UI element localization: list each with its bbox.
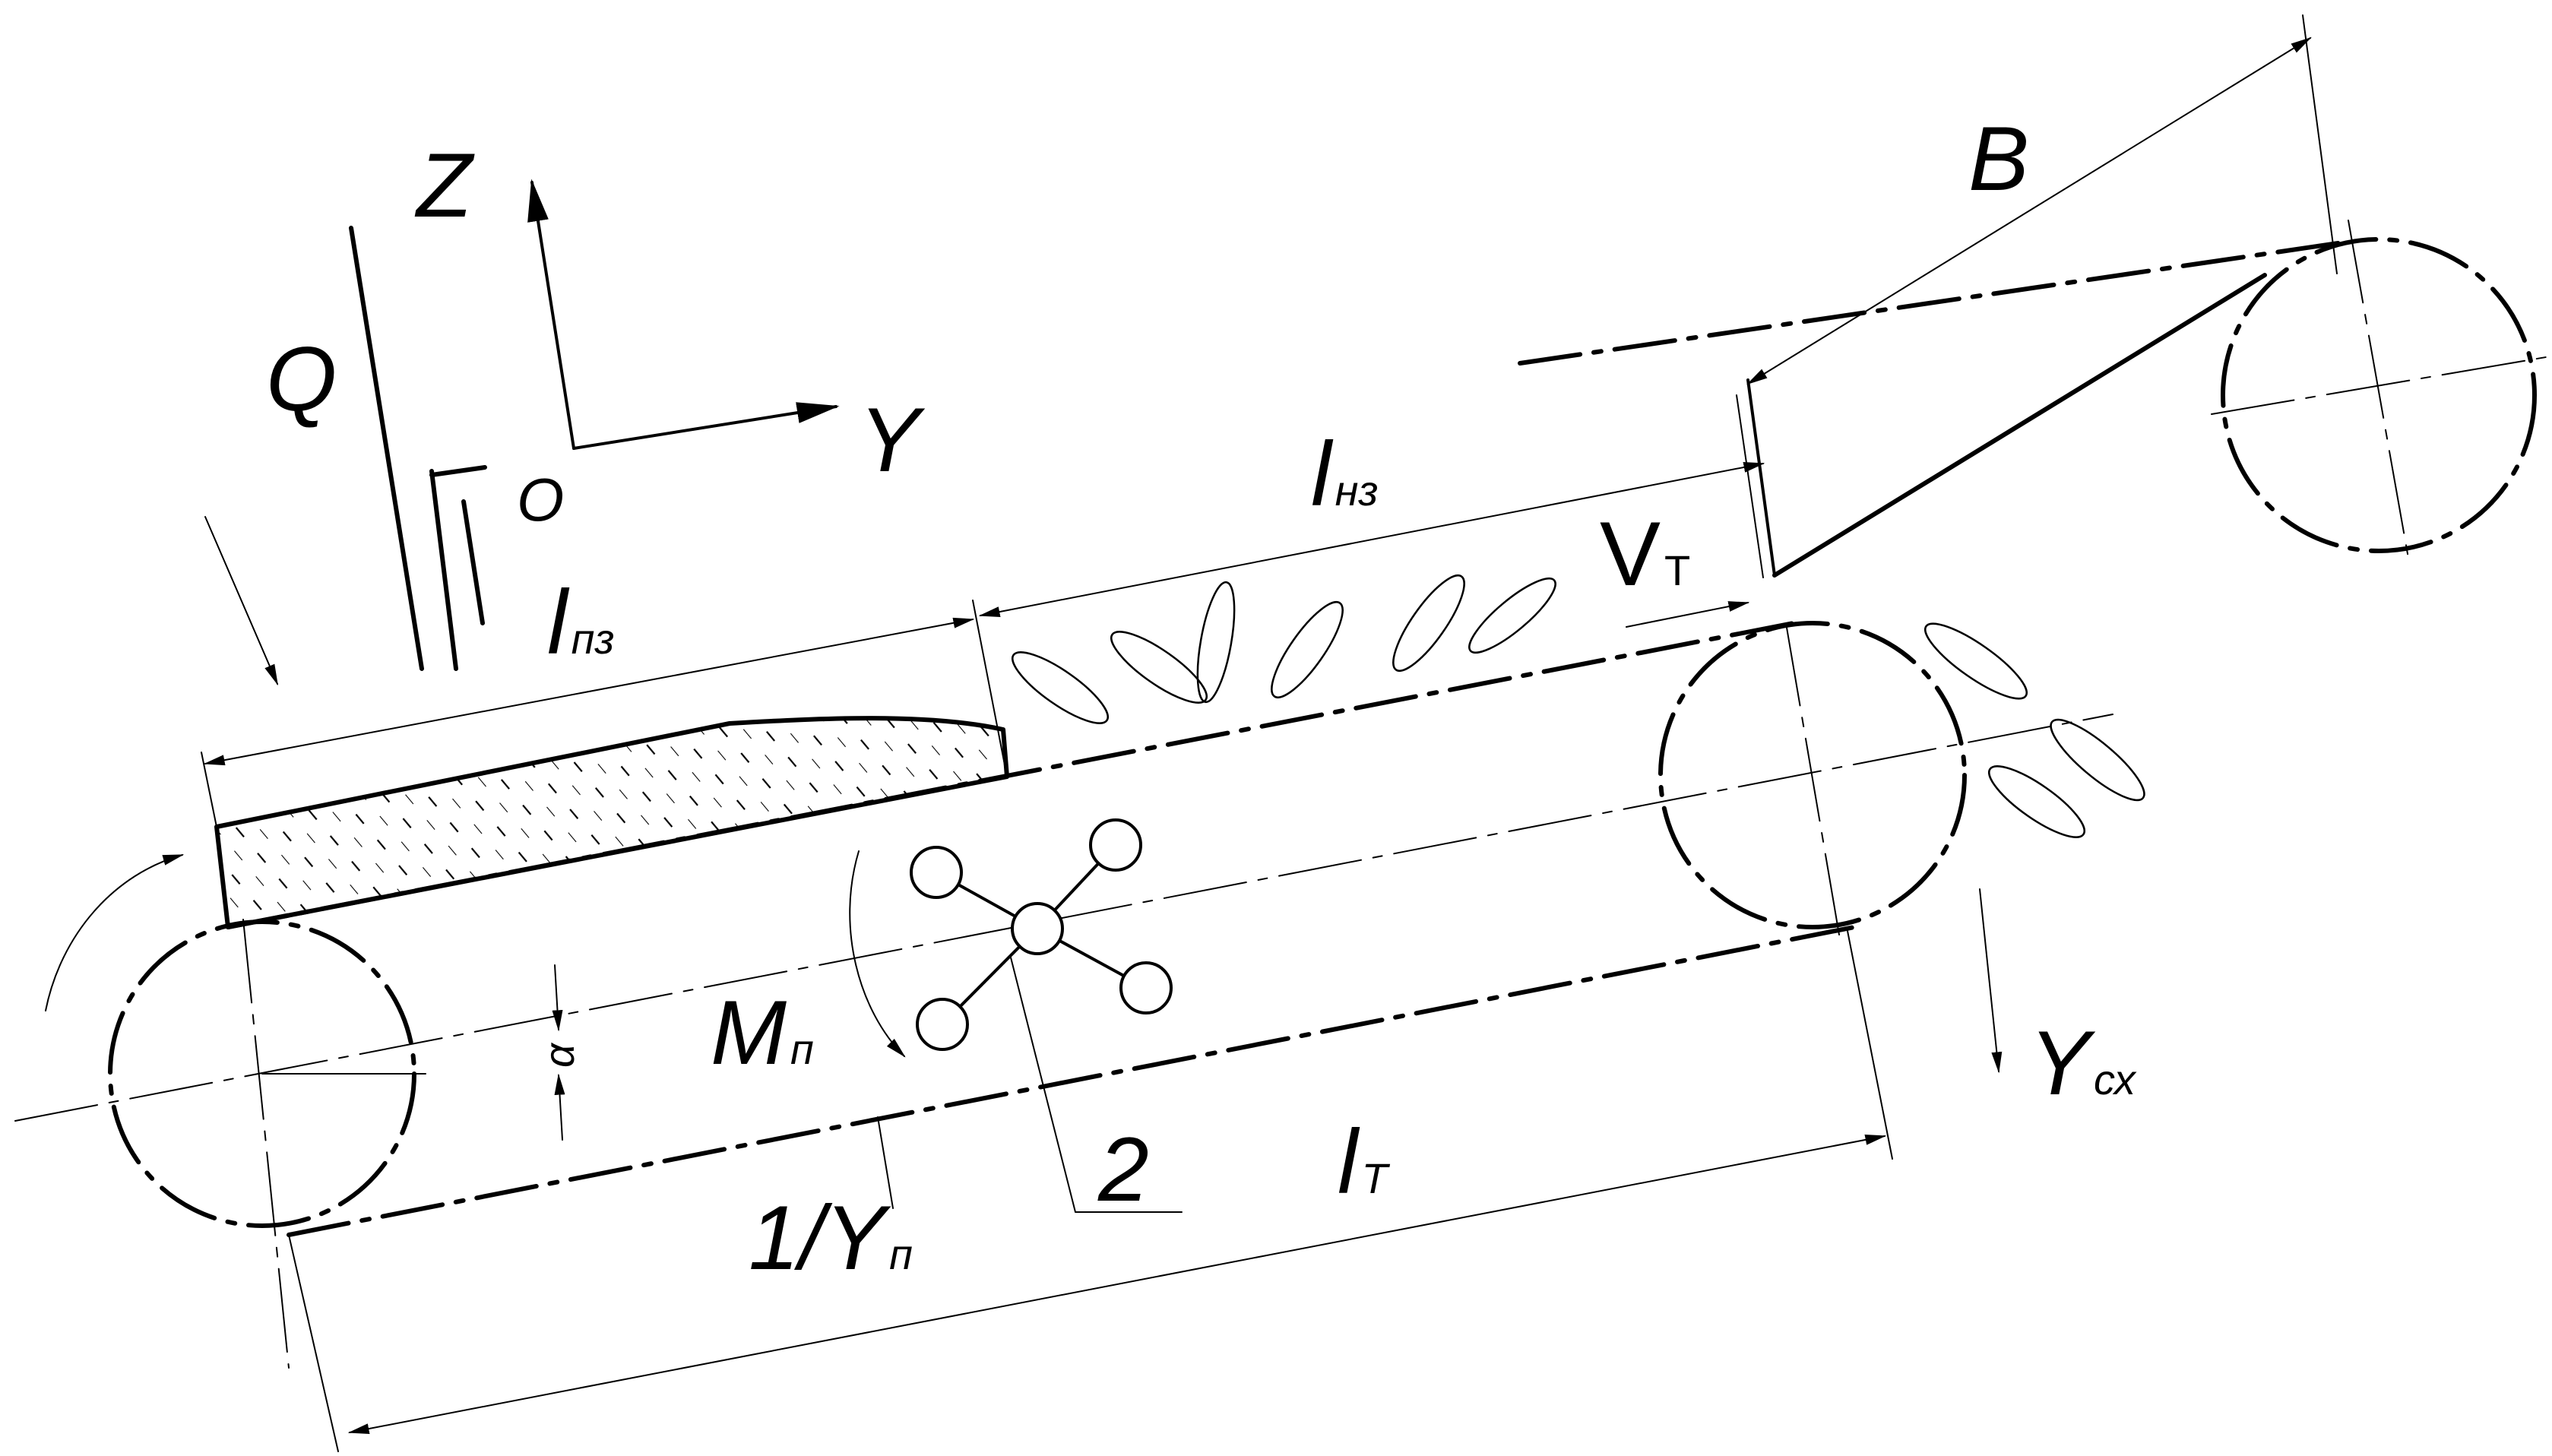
sliding-arrow bbox=[1979, 888, 2003, 1074]
v-t-label: VТ bbox=[1600, 503, 1690, 605]
y-sx-sub: сх bbox=[2094, 1056, 2137, 1103]
feed-label: Q bbox=[266, 328, 337, 430]
feeder bbox=[349, 226, 487, 671]
upper-right-pulley bbox=[2211, 220, 2547, 563]
l-nz-label: lнз bbox=[1311, 423, 1379, 525]
m-p-sub: п bbox=[790, 1025, 814, 1073]
right-pulley bbox=[1658, 621, 1967, 935]
conveyor-centerline bbox=[14, 714, 2113, 1122]
belt-lower bbox=[287, 925, 1857, 1237]
l-pz-label: lпз bbox=[547, 571, 615, 673]
dimension-l-pz bbox=[201, 600, 1008, 828]
feed-direction-arrow bbox=[204, 516, 278, 686]
y-sx-main: Y bbox=[2029, 1012, 2096, 1114]
origin-label: O bbox=[517, 466, 564, 533]
angle-alpha bbox=[261, 964, 565, 1141]
left-pulley bbox=[108, 919, 416, 1369]
stiffness-main: 1/Y bbox=[749, 1187, 891, 1289]
l-nz-main: l bbox=[1311, 423, 1334, 525]
dimension-l-nz bbox=[978, 394, 1765, 617]
agitator bbox=[910, 818, 1173, 1051]
receiver-edge bbox=[1772, 273, 2267, 578]
dimension-b bbox=[1746, 14, 2338, 385]
l-t-sub: Т bbox=[1362, 1154, 1391, 1202]
z-axis-label: Z bbox=[414, 135, 475, 236]
dimension-l-t bbox=[288, 926, 1893, 1452]
coordinate-axes bbox=[527, 179, 840, 450]
rotation-arrow bbox=[45, 854, 185, 1011]
l-t-label: lТ bbox=[1338, 1111, 1391, 1213]
material-layer bbox=[214, 716, 1009, 929]
v-t-sub: Т bbox=[1664, 546, 1690, 594]
velocity-arrow bbox=[1626, 601, 1750, 628]
b-label: B bbox=[1968, 108, 2029, 210]
receiver-post bbox=[1746, 378, 1776, 577]
l-nz-sub: нз bbox=[1335, 467, 1379, 514]
l-t-main: l bbox=[1338, 1111, 1360, 1213]
l-pz-sub: пз bbox=[572, 615, 615, 663]
l-pz-main: l bbox=[547, 571, 570, 673]
moment-arrow bbox=[849, 850, 906, 1058]
alpha-label: α bbox=[535, 1042, 583, 1068]
v-t-main: V bbox=[1600, 503, 1661, 605]
y-sx-label: Yсх bbox=[2029, 1012, 2137, 1114]
y-axis-label: Y bbox=[859, 389, 926, 491]
stiffness-sub: п bbox=[889, 1230, 913, 1278]
part-number-label: 2 bbox=[1097, 1119, 1149, 1220]
m-p-main: M bbox=[711, 982, 787, 1084]
m-p-label: Mп bbox=[711, 982, 814, 1084]
stiffness-label: 1/Yп bbox=[749, 1187, 913, 1289]
particles bbox=[1012, 574, 2145, 838]
